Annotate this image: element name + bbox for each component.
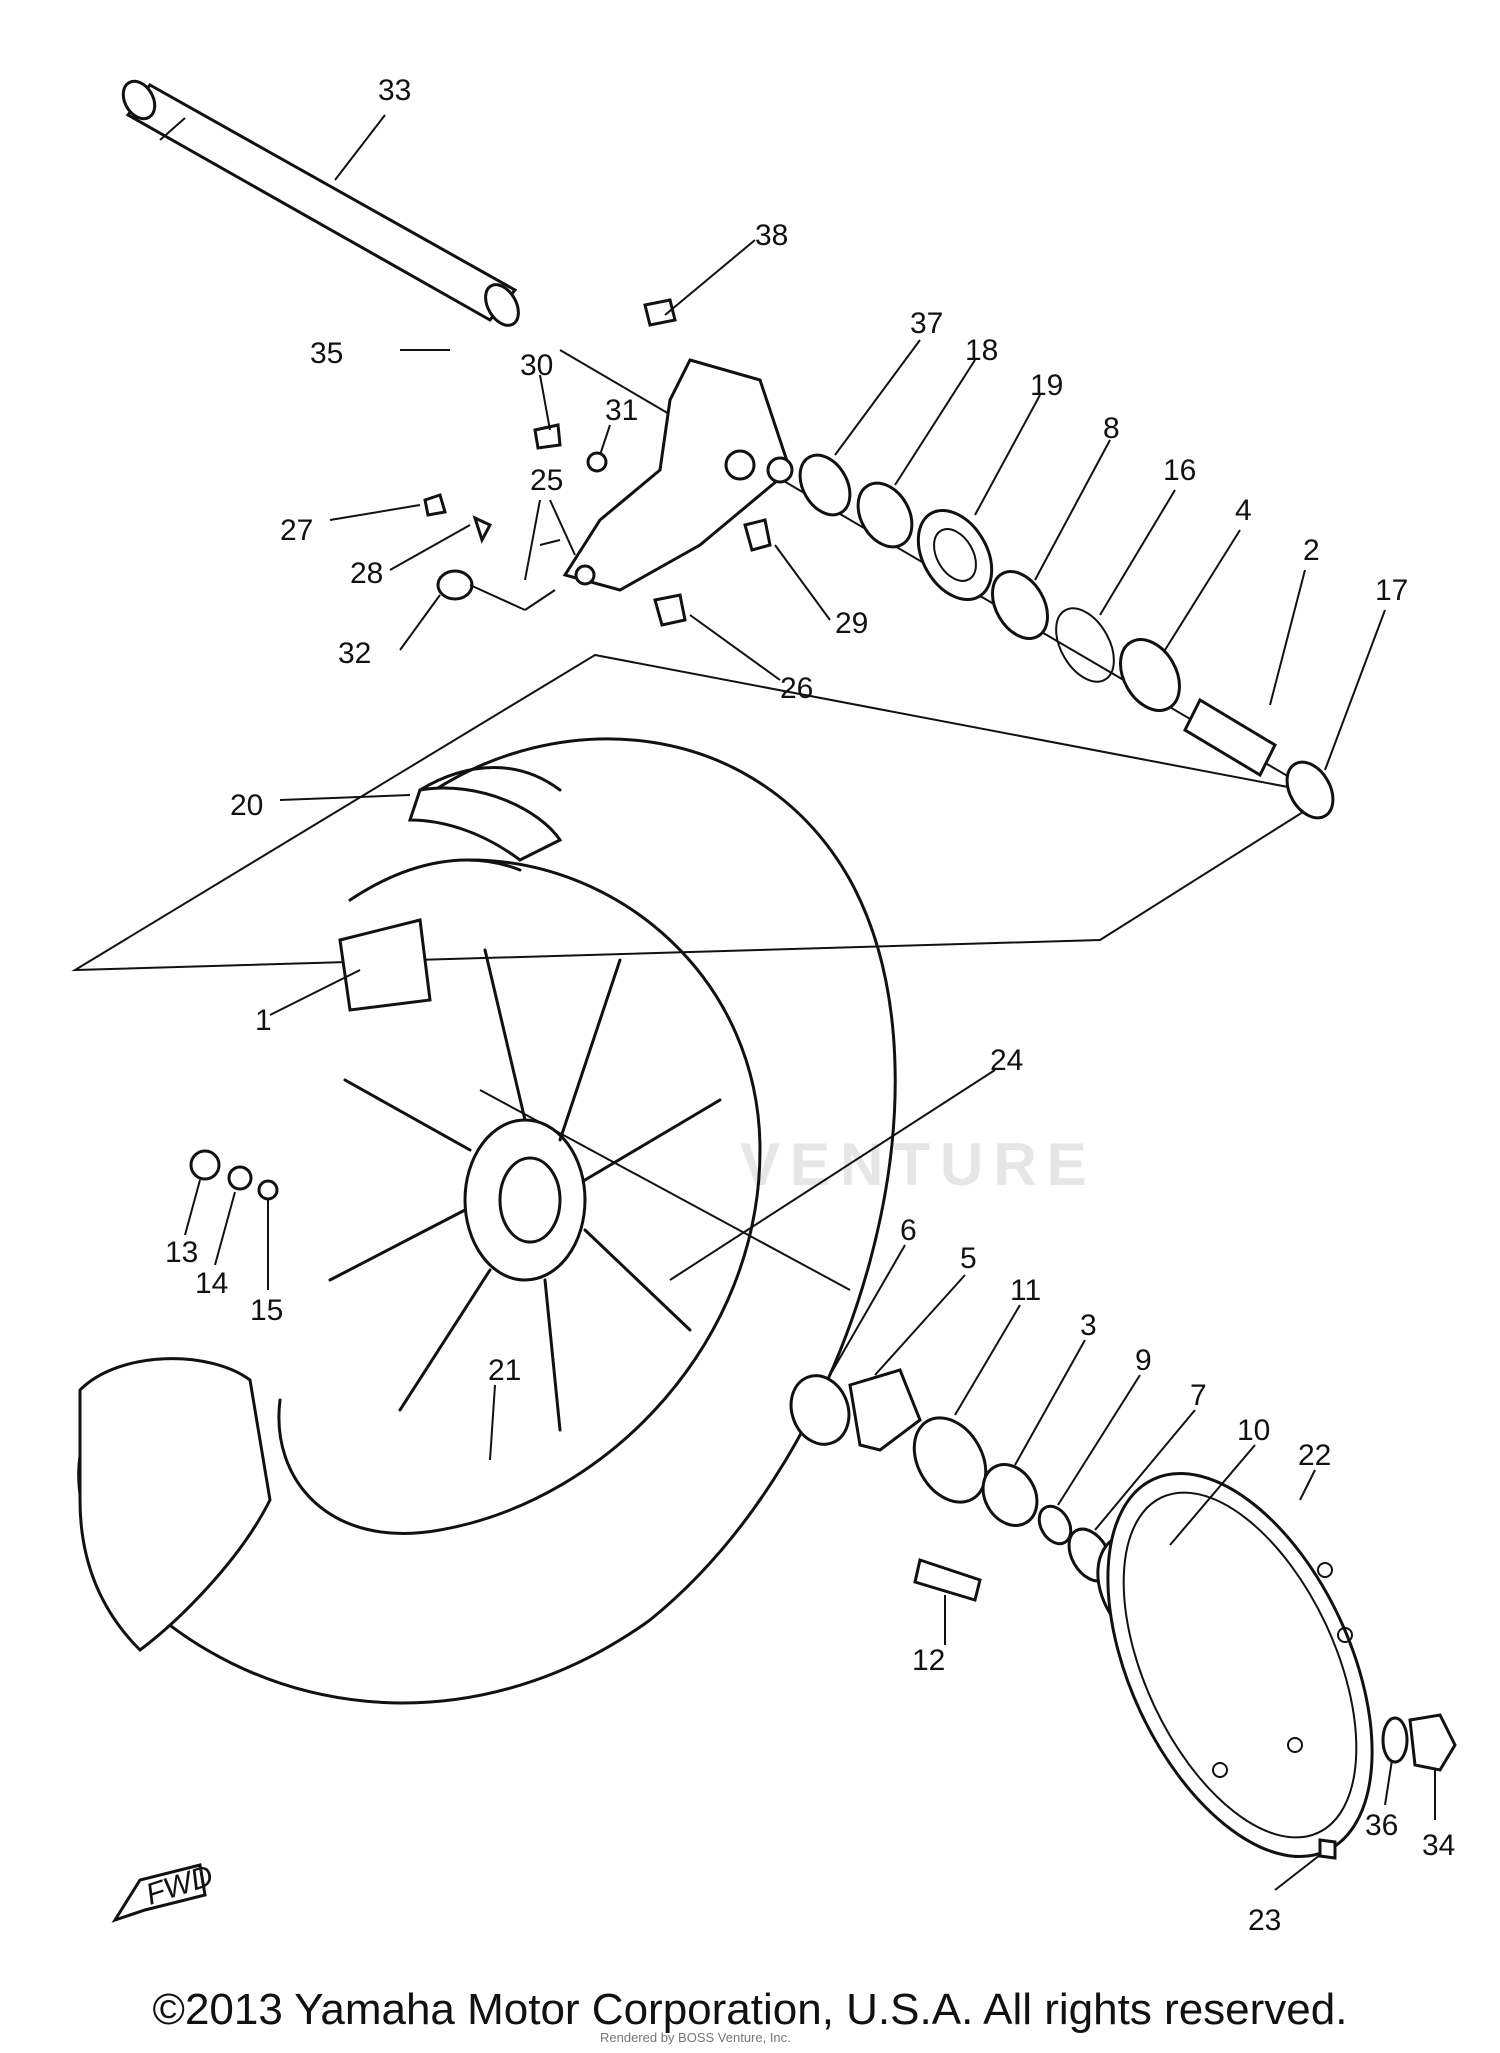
callout-27: 27 [280,514,313,547]
callout-24: 24 [990,1044,1023,1077]
callout-6: 6 [900,1214,917,1247]
callout-23: 23 [1248,1904,1281,1937]
callout-34: 34 [1422,1829,1455,1862]
callout-33: 33 [378,74,411,107]
callout-labels: 33 38 35 30 31 37 18 19 8 16 4 2 17 25 2… [165,74,1455,1937]
callout-7: 7 [1190,1379,1207,1412]
callout-37: 37 [910,307,943,340]
callout-30: 30 [520,349,553,382]
right-axle-parts [798,453,1335,820]
axle [121,79,520,327]
callout-17: 17 [1375,574,1408,607]
brake-disc [1106,1471,1457,1860]
watermark-text: VENTURE [740,1131,1097,1198]
callout-1: 1 [255,1004,272,1037]
callout-20: 20 [230,789,263,822]
fwd-label: FWD [142,1859,217,1911]
small-parts [423,298,772,627]
callout-29: 29 [835,607,868,640]
callout-9: 9 [1135,1344,1152,1377]
callout-32: 32 [338,637,371,670]
callout-8: 8 [1103,412,1120,445]
callout-19: 19 [1030,369,1063,402]
brake-panel [562,358,794,592]
callout-18: 18 [965,334,998,367]
callout-35: 35 [310,337,343,370]
callout-22: 22 [1298,1439,1331,1472]
callout-15: 15 [250,1294,283,1327]
callout-13: 13 [165,1236,198,1269]
callout-31: 31 [605,394,638,427]
callout-16: 16 [1163,454,1196,487]
callout-26: 26 [780,672,813,705]
wheel [77,737,897,1705]
render-credit: Rendered by BOSS Venture, Inc. [600,2030,791,2045]
callout-14: 14 [195,1267,228,1300]
leader-lines [184,114,1436,1891]
callout-38: 38 [755,219,788,252]
callout-25: 25 [530,464,563,497]
copyright-notice: ©2013 Yamaha Motor Corporation, U.S.A. A… [152,1985,1348,2034]
callout-12: 12 [912,1644,945,1677]
callout-11: 11 [1010,1274,1041,1307]
callout-3: 3 [1080,1309,1097,1342]
callout-2: 2 [1303,534,1320,567]
callout-5: 5 [960,1242,977,1275]
callout-21: 21 [488,1354,521,1387]
left-nut-washers [189,1149,279,1201]
callout-36: 36 [1365,1809,1398,1842]
callout-10: 10 [1237,1414,1270,1447]
callout-28: 28 [350,557,383,590]
callout-4: 4 [1235,494,1252,527]
fwd-arrow: FWD [111,1859,217,1923]
